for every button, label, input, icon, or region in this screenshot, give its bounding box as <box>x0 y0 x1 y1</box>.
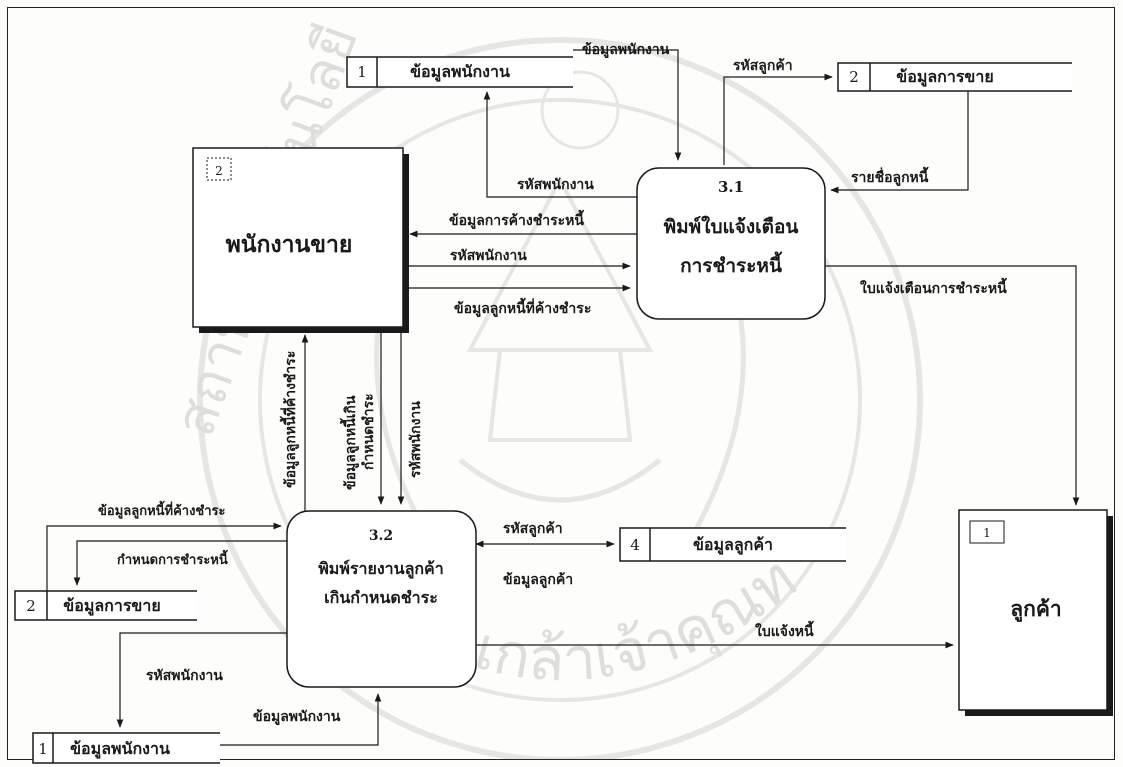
flow-label-employee-code-top: รหัสพนักงาน <box>517 177 594 193</box>
flow-label-left-payment-due: กำหนดการชำระหนี้ <box>117 549 228 568</box>
flow-label-vertical-employee-code: รหัสพนักงาน <box>408 401 424 478</box>
entity-sales-staff: 2 พนักงานขาย <box>192 147 409 333</box>
flow-label-employee-data-top: ข้อมูลพนักงาน <box>582 42 670 58</box>
datastore-label: ข้อมูลลูกค้า <box>693 535 773 556</box>
flow-label-debt-overdue-data: ข้อมูลการค้างชำระหนี้ <box>449 209 584 229</box>
datastore-d1-bottom: 1 ข้อมูลพนักงาน <box>32 732 220 764</box>
flow-lines <box>46 49 1080 746</box>
entity-customer: 1 ลูกค้า <box>958 509 1113 716</box>
entity-label: พนักงานขาย <box>226 231 353 258</box>
flow-label-debtor-list: รายชื่อลูกหนี้ <box>851 166 929 186</box>
process-label-line2: การชำระหนี้ <box>680 251 783 277</box>
process-3-1: 3.1 พิมพ์ใบแจ้งเตือน การชำระหนี้ <box>636 167 826 320</box>
flow-label-debt-notice: ใบแจ้งหนี้ <box>755 620 814 640</box>
process-label-line1: พิมพ์รายงานลูกค้า <box>318 559 444 580</box>
datastore-id: 2 <box>26 597 36 615</box>
flow-label-customer-code-top: รหัสลูกค้า <box>733 58 793 74</box>
datastore-id: 1 <box>38 740 48 758</box>
diagram-frame <box>7 7 1115 760</box>
datastore-d2-left: 2 ข้อมูลการขาย <box>14 590 197 621</box>
datastore-label: ข้อมูลการขาย <box>896 67 993 88</box>
datastore-d1-top: 1 ข้อมูลพนักงาน <box>346 56 573 88</box>
datastore-d4: 4 ข้อมูลลูกค้า <box>619 527 846 562</box>
flow-label-vertical-overdue-debtor-2: กำหนดชำระ <box>361 393 377 470</box>
flow-label-employee-code-bottom: รหัสพนักงาน <box>146 668 223 684</box>
entity-id: 1 <box>983 526 991 540</box>
flow-label-customer-code-32: รหัสลูกค้า <box>503 521 563 537</box>
datastore-id: 1 <box>357 63 367 81</box>
datastore-label: ข้อมูลพนักงาน <box>410 62 510 83</box>
datastore-label: ข้อมูลการขาย <box>63 596 160 617</box>
datastore-id: 4 <box>630 536 640 554</box>
process-label-line2: เกินกำหนดชำระ <box>324 588 438 607</box>
flow-label-vertical-debtor-overdue: ข้อมูลลูกหนี้ที่ค้างชำระ <box>279 351 299 488</box>
process-label-line1: พิมพ์ใบแจ้งเตือน <box>664 215 799 238</box>
entity-id: 2 <box>215 164 223 178</box>
flow-label-left-debtor-overdue: ข้อมูลลูกหนี้ที่ค้างชำระ <box>98 500 226 519</box>
process-id: 3.2 <box>369 528 393 544</box>
datastore-d2-top: 2 ข้อมูลการขาย <box>837 62 1072 92</box>
datastore-label: ข้อมูลพนักงาน <box>70 739 170 760</box>
process-3-2: 3.2 พิมพ์รายงานลูกค้า เกินกำหนดชำระ <box>286 510 477 688</box>
flow-label-vertical-overdue-debtor-1: ข้อมูลลูกหนี้เกิน <box>339 395 359 490</box>
flow-label-employee-data-bottom: ข้อมูลพนักงาน <box>253 709 341 725</box>
flow-label-employee-code-mid: รหัสพนักงาน <box>450 248 527 264</box>
entity-label: ลูกค้า <box>1010 596 1061 623</box>
flow-label-payment-notice: ใบแจ้งเตือนการชำระหนี้ <box>860 277 1007 297</box>
flow-label-customer-data-32: ข้อมูลลูกค้า <box>503 572 573 588</box>
flow-label-debtor-overdue-mid: ข้อมูลลูกหนี้ที่ค้างชำระ <box>454 297 591 317</box>
datastore-id: 2 <box>849 68 859 86</box>
process-id: 3.1 <box>718 178 744 196</box>
